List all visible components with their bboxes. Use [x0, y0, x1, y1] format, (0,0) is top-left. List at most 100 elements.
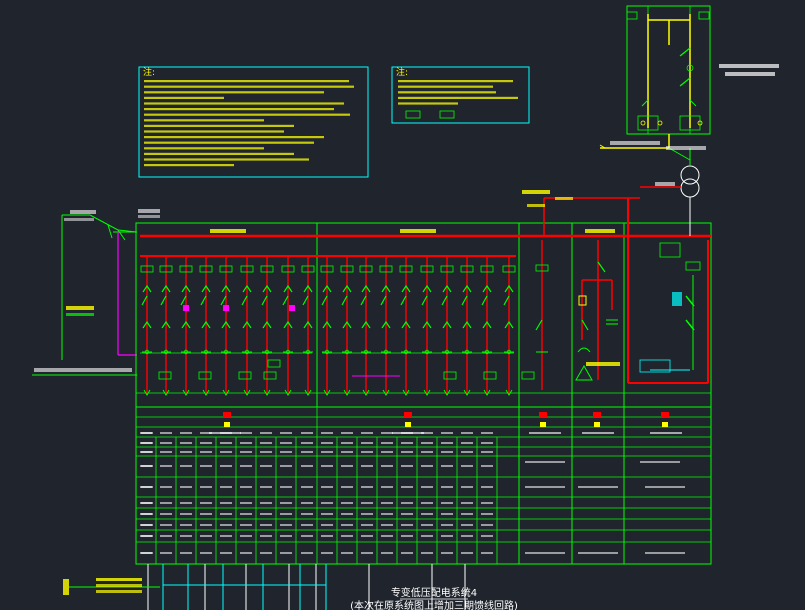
feeder-meter — [440, 265, 454, 273]
table-cell-text — [321, 552, 333, 554]
note-line — [398, 80, 513, 83]
table-cell-text — [301, 432, 313, 434]
feeder-breaker — [220, 295, 227, 306]
table-cell-text — [301, 513, 313, 515]
table-cell-text — [240, 552, 252, 554]
table-cell-text — [240, 442, 252, 444]
table-cell-text — [220, 465, 232, 467]
drawing-title: 专变低压配电系统4 — [391, 586, 477, 599]
feeder-breaker — [400, 295, 407, 306]
notes-left-lines — [144, 80, 354, 167]
note-line — [144, 96, 224, 99]
table-cell-text — [160, 524, 172, 526]
table-cell-text — [141, 432, 153, 434]
note-line — [398, 102, 458, 105]
feeder-breaker — [441, 295, 448, 306]
feeder-breaker — [380, 295, 387, 306]
table-cell-text — [381, 552, 393, 554]
note-line — [144, 130, 284, 133]
table-cell-text — [160, 535, 172, 537]
feeder-symbol — [342, 320, 352, 329]
feeder-ct — [163, 349, 169, 355]
feeder-meter — [260, 265, 274, 273]
note-line — [144, 152, 294, 155]
feeder-ct — [424, 349, 430, 355]
table-cell-text — [381, 502, 393, 504]
feeder-breaker — [503, 295, 510, 306]
table-cell-text — [525, 552, 565, 554]
table-cell-text — [321, 524, 333, 526]
table-cell-text — [160, 486, 172, 488]
feeder-symbol — [161, 284, 171, 293]
table-cell-text — [280, 513, 292, 515]
feeder-marker — [183, 305, 189, 311]
panel-tag — [539, 412, 547, 417]
legend-swatch-2 — [439, 110, 455, 119]
table-cell-text — [341, 535, 353, 537]
feeder-arrow — [505, 389, 513, 396]
table-cell-text — [645, 552, 685, 554]
table-cell-text — [220, 451, 232, 453]
table-cell-text — [280, 432, 292, 434]
table-cell-text — [381, 432, 393, 434]
table-cell-text — [160, 442, 172, 444]
note-line — [398, 96, 518, 99]
feeder-symbol — [462, 320, 472, 329]
feeder-breaker — [461, 295, 468, 306]
feeder-arrow — [243, 389, 251, 396]
table-cell-text — [525, 461, 565, 463]
table-cell-text — [220, 442, 232, 444]
feeder-symbol — [303, 320, 313, 329]
feeder-breaker — [261, 295, 268, 306]
table-cell-text — [401, 502, 413, 504]
feeder-ct — [144, 349, 150, 355]
panel-tag — [405, 422, 411, 427]
note-line — [398, 91, 496, 94]
table-cell-text — [280, 451, 292, 453]
table-cell-text — [200, 432, 212, 434]
feeder-ct — [223, 349, 229, 355]
table-cell-text — [220, 524, 232, 526]
table-cell-text — [441, 513, 453, 515]
table-cell-text — [321, 502, 333, 504]
feeder-ct — [344, 349, 350, 355]
transformer — [624, 165, 700, 222]
table-cell-text — [381, 442, 393, 444]
feeder-box — [158, 371, 172, 380]
table-cell-text — [341, 486, 353, 488]
note-line — [144, 164, 234, 167]
table-cell-text — [441, 524, 453, 526]
panel-tag — [223, 412, 231, 417]
panel-tag — [661, 412, 669, 417]
table-cell-text — [441, 486, 453, 488]
feeder-ct — [363, 349, 369, 355]
capacitor-panel — [575, 240, 620, 381]
table-cell-text — [381, 465, 393, 467]
table-cell-text — [645, 486, 685, 488]
feeder-ct — [244, 349, 250, 355]
table-cell-text — [321, 513, 333, 515]
table-cell-text — [260, 552, 272, 554]
feeder-arrow — [182, 389, 190, 396]
feeder-symbol — [482, 284, 492, 293]
feeder-symbol — [442, 320, 452, 329]
table-cell-text — [209, 432, 241, 434]
table-cell-text — [260, 513, 272, 515]
table-cell-text — [361, 535, 373, 537]
feeder-breaker — [282, 295, 289, 306]
table-cell-text — [461, 486, 473, 488]
note-line — [144, 141, 314, 144]
feeder-ct — [324, 349, 330, 355]
table-cell-text — [240, 432, 252, 434]
table-cell-text — [240, 465, 252, 467]
feeder-meter — [281, 265, 295, 273]
feeder-meter — [320, 265, 334, 273]
table-cell-text — [401, 486, 413, 488]
note-line — [144, 147, 264, 150]
note-line — [144, 158, 309, 161]
table-cell-text — [321, 442, 333, 444]
table-cell-text — [160, 432, 172, 434]
feeder-symbol — [201, 320, 211, 329]
table-cell-text — [481, 432, 493, 434]
table-cell-text — [180, 451, 192, 453]
